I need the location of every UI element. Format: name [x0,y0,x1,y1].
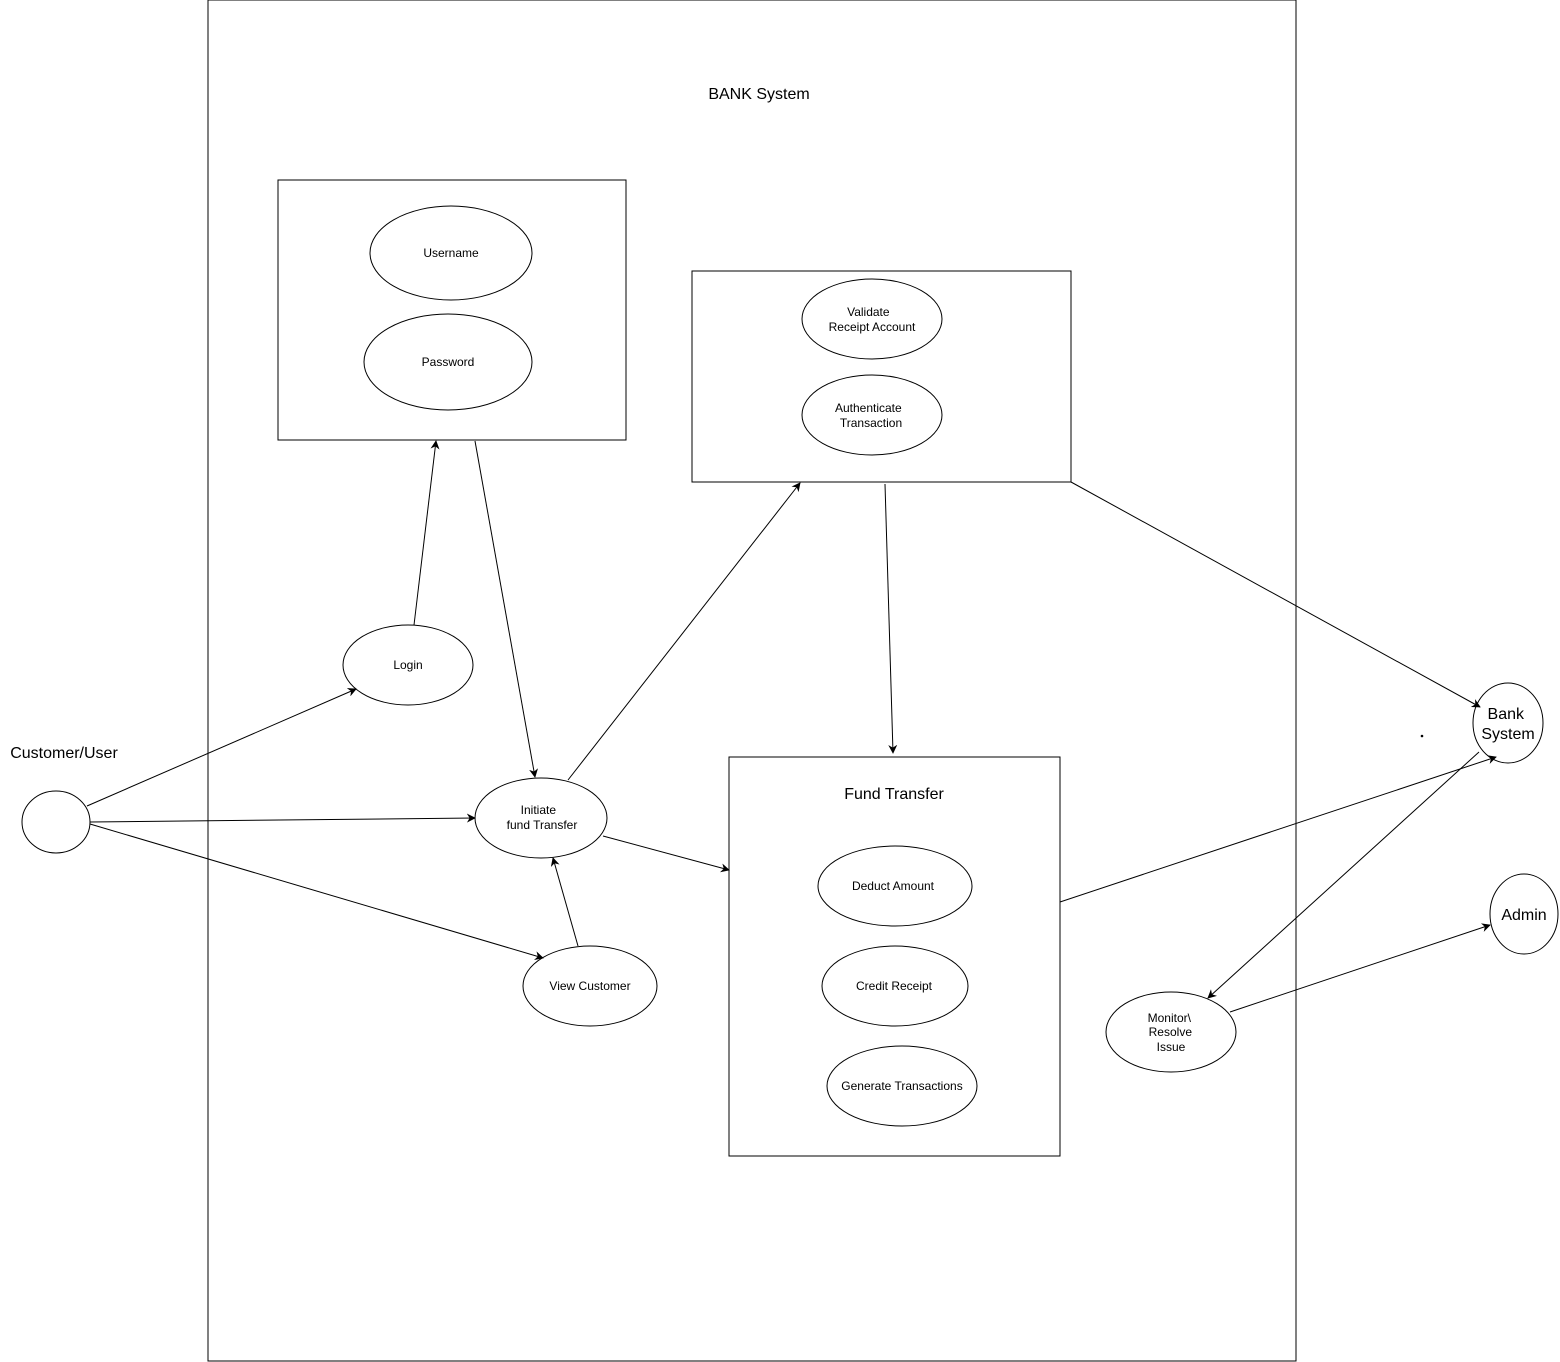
edge-monitor-admin [1229,923,1491,1013]
admin-label: Admin [1501,907,1546,924]
edge-customer-login [86,688,357,807]
actor-admin[interactable]: Admin [1489,873,1559,955]
use-case-view-customer[interactable]: View Customer [522,945,658,1027]
validation-group-box [691,270,1072,483]
validate-label-line2: Receipt Account [829,320,916,334]
edge-initiate-fundtransfer [602,835,730,873]
use-case-initiate-fund-transfer[interactable]: Initiate fund Transfer [474,777,608,859]
edge-credentials-initiate [474,440,539,778]
use-case-monitor-resolve-issue[interactable]: Monitor\ Resolve Issue [1105,991,1237,1073]
initiate-label-line1: Initiate [521,803,557,817]
use-case-authenticate-transaction[interactable]: Authenticate Transaction [801,374,943,456]
login-label: Login [393,658,422,672]
svg-text:Authenticate Transaction: Authenticate Transaction [835,401,905,430]
use-case-validate-receipt-account[interactable]: Validate Receipt Account [801,278,943,360]
generate-label: Generate Transactions [841,1079,962,1093]
svg-text:Monitor\ Resolve I: Monitor\ Resolve Issue [1148,1011,1196,1054]
fund-transfer-title: Fund Transfer [844,786,944,803]
edge-validation-banksystem [1070,481,1481,708]
initiate-label-line2: fund Transfer [507,818,578,832]
customer-user-label: Customer/User [10,745,118,762]
monitor-label-line2: Resolve [1149,1025,1193,1039]
use-case-generate-transactions[interactable]: Generate Transactions [826,1045,978,1127]
stray-dot [1420,734,1424,738]
validate-label-line1: Validate [847,305,890,319]
edge-view-initiate [550,857,579,947]
authenticate-label-line2: Transaction [840,416,902,430]
edge-banksystem-monitor [1207,751,1480,999]
use-case-login[interactable]: Login [342,624,474,706]
use-case-username[interactable]: Username [369,205,533,301]
username-label: Username [423,246,479,260]
edge-login-credentials [413,440,440,626]
bank-system-label-line1: Bank [1488,706,1525,723]
edge-validation-fundtransfer [884,483,898,754]
system-title: BANK System [708,86,809,103]
login-group-box [277,179,627,441]
view-customer-label: View Customer [549,979,630,993]
edge-fundtransfer-banksystem [1059,755,1497,903]
use-case-credit-receipt[interactable]: Credit Receipt [821,945,969,1027]
credit-label: Credit Receipt [856,979,933,993]
connections [86,440,1497,1013]
svg-text:Validate Receipt Account: Validate Receipt Account [829,305,916,334]
use-case-deduct-amount[interactable]: Deduct Amount [817,845,973,927]
actor-customer-user[interactable] [21,790,91,854]
monitor-label-line1: Monitor\ [1148,1011,1192,1025]
authenticate-label-line1: Authenticate [835,401,902,415]
password-label: Password [422,355,475,369]
svg-text:Bank System: Bank System [1481,706,1534,743]
fund-transfer-group-box [728,756,1061,1157]
monitor-label-line3: Issue [1157,1040,1186,1054]
edge-customer-initiate [89,813,476,823]
edge-initiate-validation [567,482,801,781]
svg-text:Initiate fund Transfer: Initiate fund Transfer [507,803,578,832]
actor-bank-system[interactable]: Bank System [1472,682,1544,764]
edge-customer-view [89,823,544,961]
use-case-password[interactable]: Password [363,313,533,411]
system-boundary [207,0,1297,1362]
bank-system-label-line2: System [1481,726,1534,743]
deduct-label: Deduct Amount [852,879,935,893]
